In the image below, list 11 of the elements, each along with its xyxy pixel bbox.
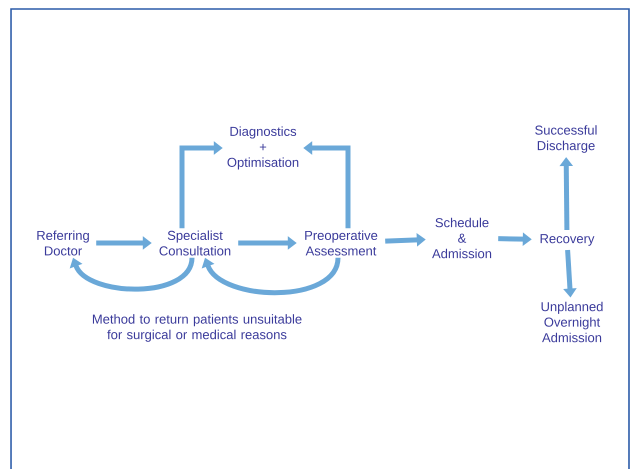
step-label: Recovery [540,234,594,246]
step-label: Specialist Consultation [160,230,230,256]
note: Method to return patients unsuitable for surgical or medical reasons [92,314,302,342]
step-label: Successful Discharge [535,125,597,153]
step-label: Preoperative Assessment [305,230,378,256]
step-label: Schedule & Admission [432,218,492,258]
step-label: Diagnostics + Optimisation [228,126,298,170]
arrow [70,257,194,292]
step-label: Referring Doctor [37,230,89,256]
arrow [202,257,340,296]
step-label: Unplanned Overnight Admission [542,302,603,342]
